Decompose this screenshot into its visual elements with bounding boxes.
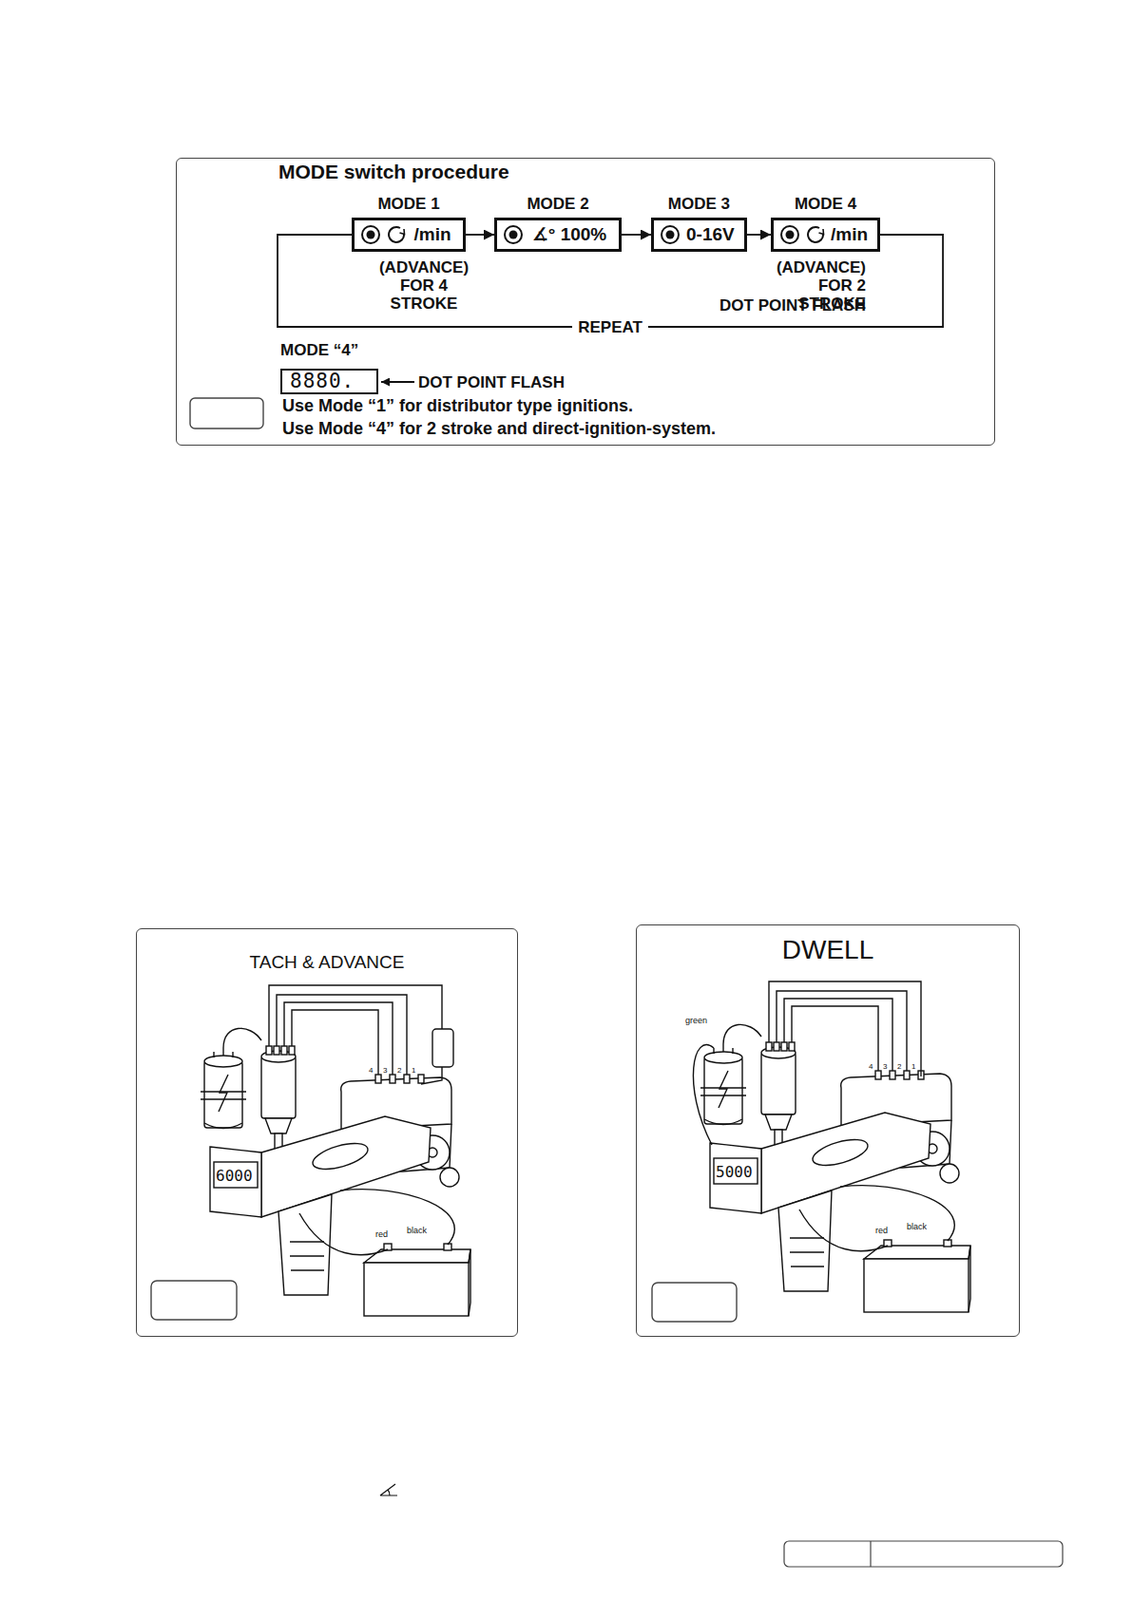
dwell-hookup-drawing: [692, 981, 971, 1313]
figure-number-box: [652, 1283, 737, 1323]
figure-title: DWELL: [636, 935, 1019, 966]
wire-color: green: [685, 1016, 708, 1026]
cylinder-number: 4: [368, 1066, 373, 1075]
cylinder-number: 1: [911, 1062, 916, 1072]
wire-color: black: [406, 1226, 427, 1236]
mode-box: MODE 30-16V: [651, 217, 748, 252]
flow-arrow: [747, 233, 771, 236]
display-box: MODE “4”8880.: [280, 368, 379, 395]
mode-box: MODE 4/min: [770, 217, 881, 252]
tach-hookup-drawing: [200, 985, 471, 1317]
figure-number-box: [151, 1281, 237, 1321]
edge-label: REPEAT: [572, 318, 649, 337]
cylinder-number: 4: [868, 1062, 873, 1072]
mode-readout: 0-16V: [686, 224, 735, 246]
callout-text: DOT POINT FLASH: [418, 373, 565, 392]
display-reading: 6000: [215, 1167, 253, 1186]
display-reading: 5000: [715, 1163, 753, 1182]
flow-arrow: [621, 233, 652, 236]
mode-heading: MODE 3: [668, 194, 730, 214]
figure-number-box: [190, 398, 264, 429]
mode-box: MODE 1/min: [351, 217, 466, 252]
inductive-clamp: [432, 1029, 454, 1068]
figure-panel: DWELL: [635, 924, 1020, 1338]
cylinder-number: 1: [411, 1066, 416, 1075]
angle-symbol: [380, 1484, 398, 1497]
mode-icon: [502, 223, 526, 247]
repeat-loop: [277, 234, 943, 327]
mode-icon: [659, 223, 683, 247]
wire-color: red: [875, 1226, 888, 1236]
wire-color: red: [375, 1229, 388, 1240]
mode-icon: [779, 223, 827, 247]
mode-readout: ∡° 100%: [532, 224, 608, 246]
mode-readout: /min: [413, 224, 451, 246]
figure-title: TACH & ADVANCE: [136, 952, 518, 974]
wire-color: black: [906, 1222, 927, 1232]
mode-readout: /min: [830, 224, 868, 246]
usage-note: Use Mode “4” for 2 stroke and direct-ign…: [282, 419, 716, 440]
footer-box: [784, 1541, 1063, 1568]
mode-heading: MODE “4”: [280, 341, 359, 361]
mode-heading: MODE 4: [794, 194, 857, 214]
mode-note: DOT POINT FLASH: [704, 296, 866, 315]
mode-icon: [360, 223, 408, 247]
mode-heading: MODE 1: [377, 194, 440, 214]
cylinder-number: 3: [383, 1066, 387, 1075]
display-readout: 8880.: [289, 370, 355, 393]
mode-box: MODE 2∡° 100%: [494, 217, 622, 252]
leader-arrow: [381, 381, 415, 384]
figure-panel: TACH & ADVANCE: [135, 928, 519, 1338]
usage-note: Use Mode “1” for distributor type igniti…: [282, 396, 634, 417]
green-lead: [692, 1045, 714, 1146]
cylinder-number: 2: [897, 1062, 902, 1072]
mode-note: (ADVANCE) FOR 4 STROKE: [364, 258, 483, 313]
mode-heading: MODE 2: [526, 194, 589, 214]
footer-divider: [869, 1541, 871, 1568]
cylinder-number: 2: [397, 1066, 402, 1075]
panel-title: MODE switch procedure: [278, 160, 510, 184]
flow-arrow: [465, 233, 495, 236]
cylinder-number: 3: [882, 1062, 887, 1072]
procedure-panel: MODE switch procedureUse Mode “1” for di…: [175, 157, 996, 446]
